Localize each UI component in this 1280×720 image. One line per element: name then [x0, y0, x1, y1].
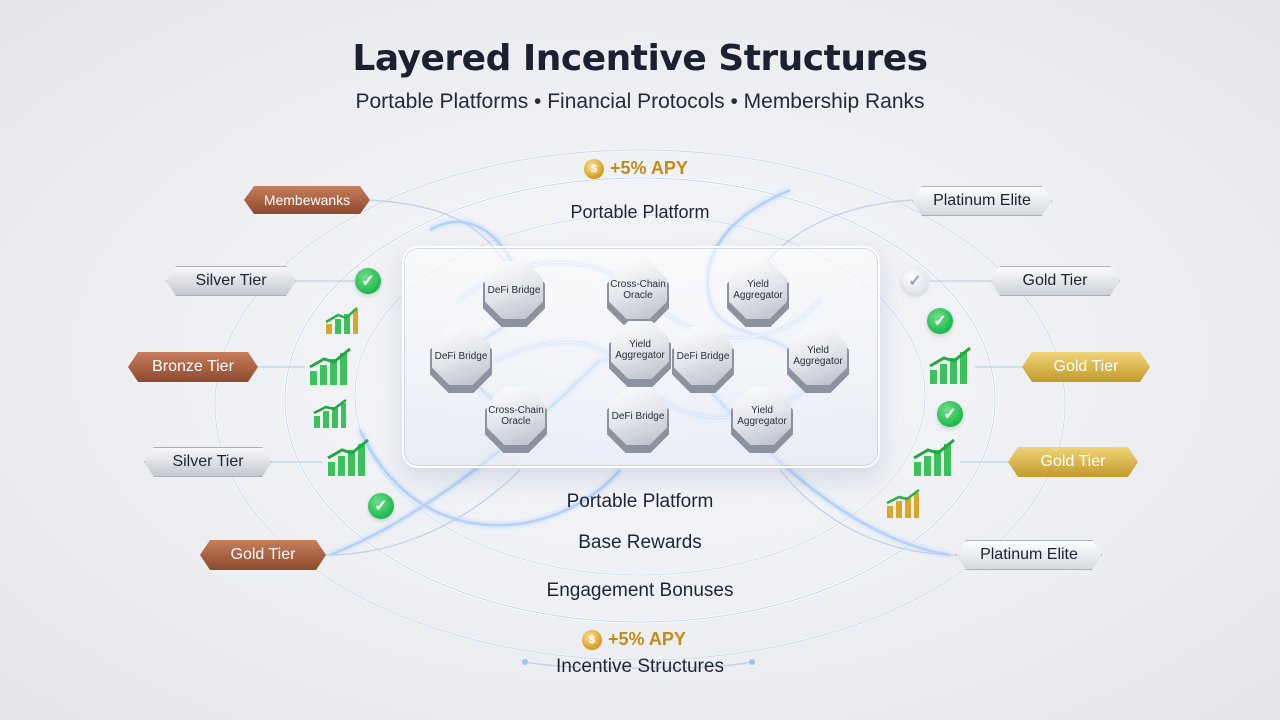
tier-tag-label: Platinum Elite — [933, 192, 1031, 209]
node-yield-aggregator[interactable]: Yield Aggregator — [789, 327, 847, 385]
layer-label-top-platform: Portable Platform — [570, 202, 710, 222]
tier-tag-label: Gold Tier — [1053, 358, 1119, 375]
tier-tag-label: Bronze Tier — [152, 358, 234, 375]
tier-tag-left[interactable]: Bronze Tier — [128, 352, 258, 382]
tier-tag-left[interactable]: Gold Tier — [200, 540, 326, 570]
tier-tag-right[interactable]: Platinum Elite — [912, 186, 1052, 216]
node-defi-bridge[interactable]: DeFi Bridge — [674, 327, 732, 385]
apy-badge-bottom: $ +5% APY — [582, 629, 686, 650]
tier-tag-right[interactable]: Gold Tier — [1008, 447, 1138, 477]
layer-label-base-rewards: Base Rewards — [578, 532, 702, 553]
page-subtitle: Portable Platforms • Financial Protocols… — [355, 90, 925, 113]
growth-chart-icon — [313, 399, 347, 428]
page-title: Layered Incentive Structures — [352, 38, 928, 79]
tier-tag-label: Silver Tier — [172, 453, 244, 470]
node-defi-bridge[interactable]: DeFi Bridge — [432, 327, 490, 385]
tier-tag-right[interactable]: Gold Tier — [990, 266, 1120, 296]
apy-top-label: +5% APY — [610, 158, 688, 178]
tier-tag-label: Membewanks — [263, 192, 351, 208]
growth-chart-icon — [327, 438, 369, 476]
node-defi-bridge[interactable]: DeFi Bridge — [609, 387, 667, 445]
growth-chart-icon — [309, 347, 351, 385]
tier-tag-left[interactable]: Silver Tier — [166, 266, 296, 296]
tier-tag-right[interactable]: Gold Tier — [1022, 352, 1150, 382]
tier-tag-label: Platinum Elite — [980, 546, 1078, 563]
layer-label-engagement: Engagement Bonuses — [546, 580, 734, 601]
apy-bottom-label: +5% APY — [608, 629, 686, 649]
tier-tag-right[interactable]: Platinum Elite — [956, 540, 1102, 570]
check-circle-icon: ✓ — [902, 268, 928, 294]
growth-chart-icon — [325, 307, 358, 334]
node-yield-aggregator[interactable]: Yield Aggregator — [733, 387, 791, 445]
tier-tag-left[interactable]: Silver Tier — [144, 447, 272, 477]
check-circle-icon: ✓ — [355, 268, 381, 294]
check-circle-icon: ✓ — [937, 401, 963, 427]
node-cross-chain-oracle[interactable]: Cross-Chain Oracle — [609, 261, 667, 319]
growth-chart-icon — [929, 346, 971, 384]
node-yield-aggregator[interactable]: Yield Aggregator — [611, 321, 669, 379]
tier-tag-label: Gold Tier — [1022, 272, 1088, 289]
node-yield-aggregator[interactable]: Yield Aggregator — [729, 261, 787, 319]
growth-chart-icon — [913, 438, 955, 476]
layer-label-incentive: Incentive Structures — [556, 656, 724, 677]
check-circle-icon: ✓ — [927, 308, 953, 334]
node-cross-chain-oracle[interactable]: Cross-Chain Oracle — [487, 387, 545, 445]
apy-badge-top: $ +5% APY — [584, 158, 688, 179]
growth-chart-icon — [886, 489, 920, 518]
layer-label-inner-platform: Portable Platform — [566, 491, 714, 512]
connector-dot — [522, 659, 528, 665]
coin-icon: $ — [582, 629, 602, 650]
tier-tag-label: Gold Tier — [230, 546, 296, 563]
coin-icon: $ — [584, 158, 604, 179]
connector-dot — [749, 659, 755, 665]
tier-tag-left[interactable]: Membewanks — [244, 186, 370, 214]
node-defi-bridge[interactable]: DeFi Bridge — [485, 261, 543, 319]
tier-tag-label: Gold Tier — [1040, 453, 1106, 470]
tier-tag-label: Silver Tier — [195, 272, 267, 289]
check-circle-icon: ✓ — [368, 493, 394, 519]
